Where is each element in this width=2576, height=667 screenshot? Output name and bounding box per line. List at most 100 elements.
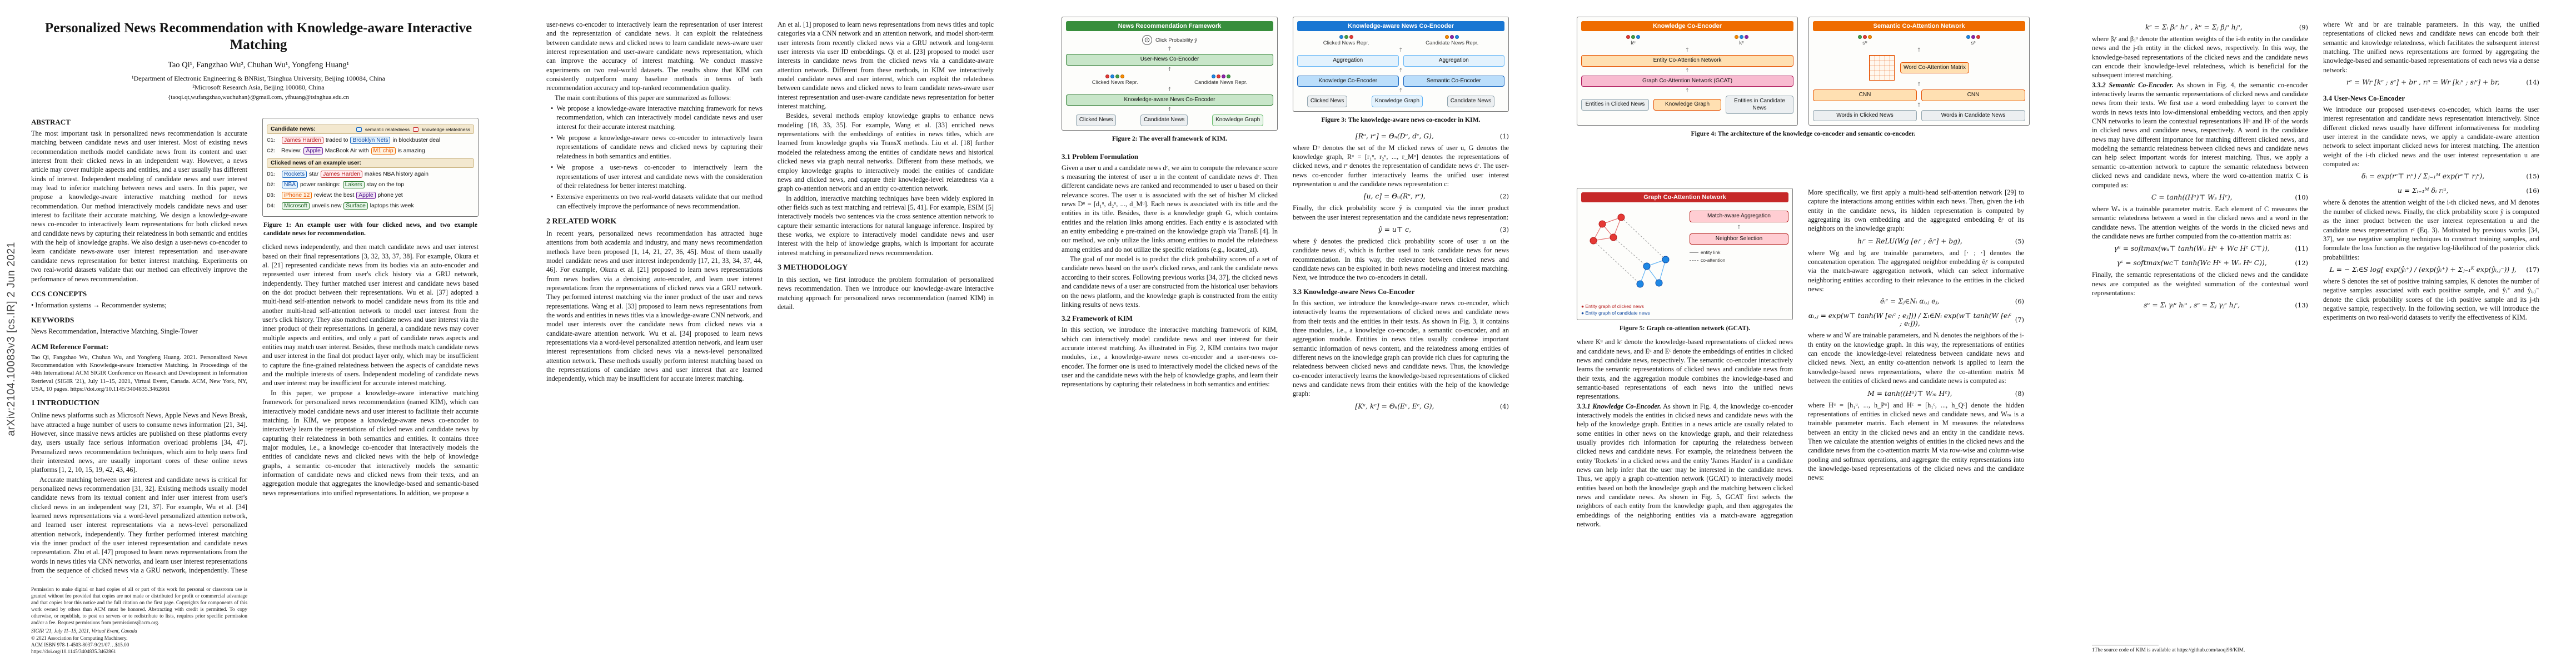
fig3-clicked-output-label: Clicked News Repr. <box>1323 40 1369 46</box>
s33-paragraph-1: In this section, we introduce the knowle… <box>1293 298 1509 398</box>
page-3: News Recommendation Framework ⊙ Click Pr… <box>1030 0 1546 667</box>
page2-left-column: user-news co-encoder to interactively le… <box>546 20 763 654</box>
eq-body: [u, c] = Θᵤ(Rᵘ, rᶜ), <box>1363 192 1426 201</box>
entity-highlight: Apple <box>356 191 376 199</box>
footnote-block: 1The source code of KIM is available at … <box>2092 641 2308 654</box>
fig2-news-coencoder-box: Knowledge-aware News Co-Encoder <box>1066 94 1273 106</box>
page2-right-column: An et al. [1] proposed to learn news rep… <box>778 20 994 654</box>
arrow-up-icon: ↑ <box>1736 224 1742 231</box>
fig2-clicked-repr-label: Clicked News Repr. <box>1092 79 1138 86</box>
author-emails: {taoqi.qt,wufangzhao,wuchuhan}@gmail.com… <box>168 94 349 101</box>
affiliation-1: ¹Department of Electronic Engineering & … <box>131 74 386 82</box>
fig2-user-news-coencoder-box: User-News Co-Encoder <box>1066 54 1273 66</box>
eq-number: (13) <box>2295 301 2308 310</box>
equation-3: ŷ = u⊤ c,(3) <box>1293 226 1509 233</box>
fig4-su-label: sᵘ <box>1862 40 1867 46</box>
bullet-text: We propose a knowledge-aware news co-enc… <box>556 134 763 160</box>
figure-5-caption: Figure 5: Graph co-attention network (GC… <box>1619 325 1751 332</box>
contribution-bullet-3: •We propose a user-news co-encoder to in… <box>551 163 763 190</box>
fig4-coattention-matrix-row: Word Co-Attention Matrix <box>1813 55 2025 81</box>
fig5-legend-coattention: co-attention <box>1701 257 1726 263</box>
s31-paragraph-1: Given a user u and a candidate news dᶜ, … <box>1062 163 1278 253</box>
contributions-lead: The main contributions of this paper are… <box>555 93 731 102</box>
news-title: Review: Apple MacBook Air with M1 chip i… <box>281 147 425 155</box>
embedding-vector-icon <box>1105 74 1125 78</box>
s331-paragraph-2: More specifically, we first apply a mult… <box>1808 188 2024 233</box>
permission-block: Permission to make digital or hard copie… <box>31 586 247 655</box>
news-title: Rockets star James Harden makes NBA hist… <box>281 170 428 180</box>
fig2-output: ⊙ Click Probability ŷ <box>1066 35 1273 45</box>
equation-8: M = tanh((Hᵘ)⊤ Wₘ Hᶜ),(8) <box>1808 390 2024 397</box>
equation-9: kᶜ = Σᵢ βᵢᶜ hᵢᶜ , kᵘ = Σⱼ βⱼᵘ hⱼᵘ,(9) <box>2092 23 2308 31</box>
abstract-heading: ABSTRACT <box>31 118 71 126</box>
arrow-up-icon: ↑ <box>1167 46 1172 52</box>
fig4-sc-label: sᶜ <box>1971 40 1976 46</box>
fig2-representations: Clicked News Repr. Candidate News Repr. <box>1066 74 1273 86</box>
fig4-input-knowledge-graph: Knowledge Graph <box>1653 99 1721 111</box>
doi-link[interactable]: https://doi.org/10.1145/3404835.3462861 <box>31 648 116 654</box>
fig3-coencoder-row: Knowledge Co-Encoder Semantic Co-Encoder <box>1297 75 1504 87</box>
clicked-news-row-3: D3: iPhone 12 review: the best Apple pho… <box>267 191 474 201</box>
fig4-ku-output: kᵘ <box>1626 35 1640 46</box>
eq-body: [Kᵘ, kᶜ] = Θₖ(Eᵘ, Eᶜ, G), <box>1355 402 1434 410</box>
fig3-inputs: Clicked News Knowledge Graph Candidate N… <box>1297 96 1504 107</box>
method-intro-paragraph: In this section, we first introduce the … <box>778 275 994 311</box>
fig3-candidate-output: Candidate News Repr. <box>1426 35 1478 46</box>
arrow-up-icon: ↑ <box>1916 102 1922 108</box>
entity-highlight: Brooklyn Nets <box>350 137 391 144</box>
eq-number: (2) <box>1499 192 1509 201</box>
news-title: iPhone 12 review: the best Apple phone y… <box>281 191 403 201</box>
fig4-input-words-clicked: Words in Clicked News <box>1813 109 1917 121</box>
bullet-text: We propose a user-news co-encoder to int… <box>556 163 763 190</box>
bullet-icon: • <box>551 163 554 172</box>
entity-highlight: NBA <box>282 181 298 188</box>
figure-2-framework: News Recommendation Framework ⊙ Click Pr… <box>1062 17 1278 131</box>
keywords-text: News Recommendation, Interactive Matchin… <box>31 327 198 336</box>
arxiv-watermark: arXiv:2104.10083v3 [cs.IR] 2 Jun 2021 <box>2 128 21 550</box>
fig1-clicked-header: Clicked news of an example user: <box>267 158 474 168</box>
embedding-vector-icon <box>1626 35 1640 39</box>
fig4-cnn-2: CNN <box>1921 89 2025 101</box>
fig1-legend: semantic relatedness knowledge relatedne… <box>356 127 470 132</box>
page-4: Knowledge Co-Encoder kᵘ kᶜ ↑ Entity Co-A… <box>1546 0 2061 667</box>
equation-15: δᵢ = exp(rᶜ⊤ rᵢᵘ) / Σⱼ₌₁ᴹ exp(rᶜ⊤ rⱼᵘ),(… <box>2323 172 2539 180</box>
arrow-up-icon: ↑ <box>1167 107 1172 113</box>
arrow-up-icon: ↑ <box>1685 47 1690 53</box>
s332-where-3: where Wr and br are trainable parameters… <box>2323 21 2539 74</box>
fig2-candidate-repr-label: Candidate News Repr. <box>1194 79 1248 86</box>
page4-right-column: More specifically, we first apply a mult… <box>1808 188 2024 656</box>
subsection-heading-3-2: 3.2 Framework of KIM <box>1062 315 1133 323</box>
paper-authors: Tao Qi¹, Fangzhao Wu², Chuhan Wu¹, Yongf… <box>168 61 349 69</box>
eq-number: (3) <box>1499 226 1509 234</box>
solid-line-icon <box>1690 252 1698 253</box>
arrow-up-icon: ↑ <box>1167 86 1172 93</box>
s331-heading-paragraph: 3.3.1 Knowledge Co-Encoder. As shown in … <box>1577 402 1793 529</box>
keywords-heading: KEYWORDS <box>31 316 74 325</box>
related-paragraph-4: In addition, interactive matching techni… <box>778 194 994 257</box>
fig5-graphs: ● Entity graph of clicked news ● Entity … <box>1581 206 1684 316</box>
fig4-su-output: sᵘ <box>1858 35 1872 46</box>
s331-where-7: where Hᵘ = [h₁ᵘ, ..., h_Pᵘ] and Hᶜ = [h₁… <box>1808 401 2024 482</box>
fig3-aggregation-1: Aggregation <box>1297 55 1399 67</box>
bullet-text: We propose a knowledge-aware interactive… <box>556 104 763 131</box>
fig1-candidate-header-label: Candidate news: <box>271 126 316 132</box>
fig4-kc-label: kᶜ <box>1739 40 1744 46</box>
figure-4-panel-semantic: Semantic Co-Attention Network sᵘ sᶜ ↑ <box>1808 17 2030 126</box>
fig4-input-entities-clicked: Entities in Clicked News <box>1581 99 1649 111</box>
footnote-text[interactable]: 1The source code of KIM is available at … <box>2092 647 2245 653</box>
intro-paragraph-1: Online news platforms such as Microsoft … <box>31 411 247 474</box>
entity-highlight: iPhone 12 <box>282 191 312 199</box>
co-attention-matrix-grid-icon <box>1869 55 1895 81</box>
legend-semantic-swatch <box>356 127 362 132</box>
arrow-up-icon: ↑ <box>1398 88 1403 94</box>
paper-title: Personalized News Recommendation with Kn… <box>44 21 472 52</box>
fig4-sc-output: sᶜ <box>1966 35 1980 46</box>
s33-where-4: where Kᵘ and kᶜ denote the knowledge-bas… <box>1577 338 1793 401</box>
abstract-text: The most important task in personalized … <box>31 130 247 283</box>
fig3-aggregation-row: Aggregation Aggregation <box>1297 55 1504 67</box>
fig2-candidate-repr: Candidate News Repr. <box>1194 74 1247 86</box>
bullet-text: Extensive experiments on two real-world … <box>556 193 763 210</box>
eq-body: u = Σᵢ₌₁ᴹ δᵢ rᵢᵘ, <box>2397 187 2449 195</box>
s332-where-1: where Wₛ is a trainable parameter matrix… <box>2092 205 2308 240</box>
conference-line: SIGIR '21, July 11–15, 2021, Virtual Eve… <box>31 628 137 634</box>
